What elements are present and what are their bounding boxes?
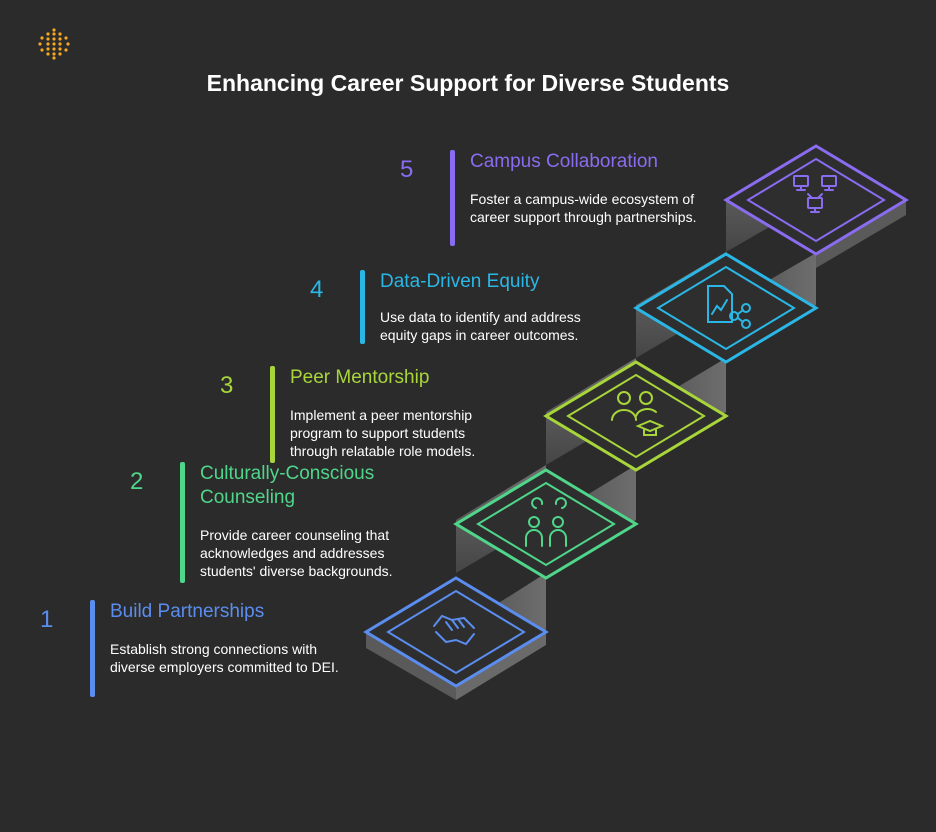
handshake-icon <box>433 614 475 646</box>
step-divider <box>360 270 365 344</box>
step-number: 4 <box>310 276 324 303</box>
peer-group-graduate-icon <box>611 391 665 436</box>
step-2-platform <box>453 468 639 580</box>
step-description: Establish strong connections with divers… <box>110 641 339 675</box>
step-title: Peer Mentorship <box>290 367 430 388</box>
step-title: Culturally-Conscious Counseling <box>200 463 375 508</box>
counselor-student-icon <box>525 497 567 547</box>
step-number: 2 <box>130 468 144 495</box>
step-4-platform <box>633 252 819 364</box>
step-number: 3 <box>220 372 234 399</box>
step-1-platform <box>363 576 549 688</box>
dotted-circle-logo <box>38 28 70 60</box>
step-title: Campus Collaboration <box>470 151 658 172</box>
page-title: Enhancing Career Support for Diverse Stu… <box>206 70 730 96</box>
step-title: Build Partnerships <box>110 601 265 622</box>
step-title: Data-Driven Equity <box>380 271 540 292</box>
step-5-platform <box>723 144 909 256</box>
step-number: 5 <box>400 156 414 183</box>
data-chart-share-icon <box>707 285 751 329</box>
step-divider <box>270 366 275 463</box>
step-3-platform <box>543 360 729 472</box>
step-description: Use data to identify and address equity … <box>380 309 581 343</box>
step-divider <box>180 462 185 583</box>
step-description: Foster a campus-wide ecosystem of career… <box>470 191 697 225</box>
step-description: Implement a peer mentorship program to s… <box>290 407 476 459</box>
network-computers-icon <box>793 175 837 213</box>
step-number: 1 <box>40 606 54 633</box>
step-divider <box>450 150 455 246</box>
step-description: Provide career counseling that acknowled… <box>200 527 393 579</box>
step-divider <box>90 600 95 697</box>
